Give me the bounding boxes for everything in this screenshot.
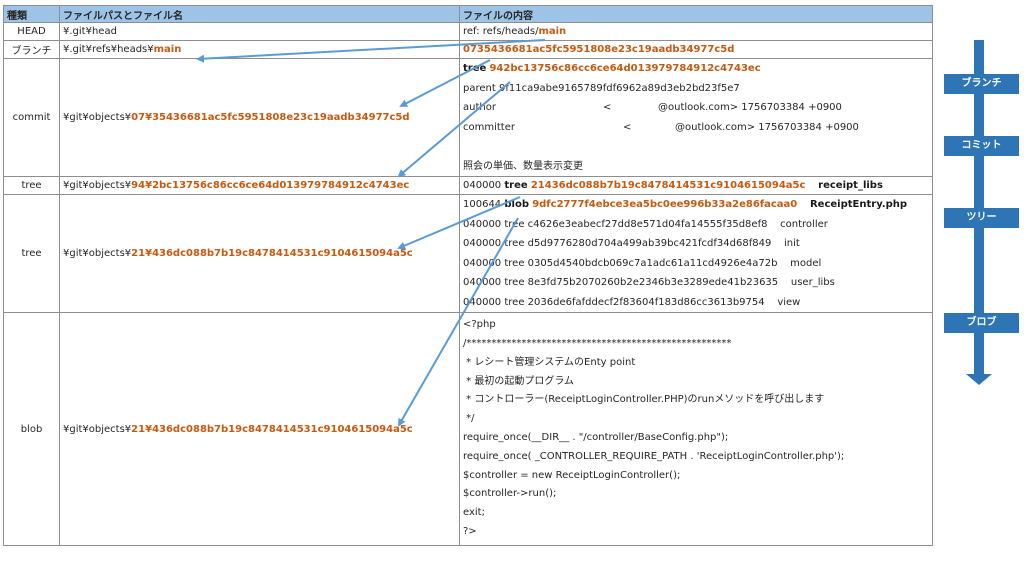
blob-line: /***************************************… — [463, 338, 732, 350]
tree2-entry: 040000 tree 0305d4540bdcb069c7a1adc61a11… — [463, 257, 822, 269]
tree1-row: tree ¥git¥objects¥94¥2bc13756c86cc6ce64d… — [3, 176, 933, 195]
commit-committer-label: committer — [463, 121, 515, 133]
commit-path-sep: ¥ — [145, 112, 153, 123]
tree1-hash: 21436dc088b7b19c8478414531c9104615094a5c — [530, 180, 806, 191]
blob-line: require_once(__DIR__ . "/controller/Base… — [463, 432, 729, 443]
tree1-path-file: 2bc13756c86cc6ce64d013979784912c4743ec — [152, 180, 410, 191]
head-kind: HEAD — [3, 22, 60, 41]
tree2-path: ¥git¥objects¥21¥436dc088b7b19c8478414531… — [59, 194, 460, 313]
branch-row: ブランチ ¥.git¥refs¥heads¥main 0735436681ac5… — [3, 40, 933, 59]
tree2-blob-mode: 100644 — [463, 199, 502, 210]
tree1-mode: 040000 — [463, 180, 502, 191]
side-label-branch: ブランチ — [944, 74, 1019, 94]
commit-path-prefix: ¥git¥objects¥ — [63, 112, 132, 123]
blob-line: exit; — [463, 507, 485, 519]
tree2-content: 100644 blob 9dfc2777f4ebce3ea5bc0ee996b3… — [459, 194, 933, 313]
header-content: ファイルの内容 — [459, 5, 933, 23]
blob-path: ¥git¥objects¥21¥436dc088b7b19c8478414531… — [59, 312, 460, 546]
blob-line: $controller = new ReceiptLoginController… — [463, 469, 681, 481]
side-label-commit: コミット — [944, 136, 1019, 156]
commit-author-label: author — [463, 102, 496, 113]
blob-path-file: 436dc088b7b19c8478414531c9104615094a5c — [152, 423, 413, 435]
tree2-blob-name: ReceiptEntry.php — [809, 199, 908, 210]
commit-committer-lt: < — [623, 121, 632, 133]
header-kind: 種類 — [3, 5, 60, 23]
commit-row: commit ¥git¥objects¥07¥35436681ac5fc5951… — [3, 58, 933, 177]
tree2-entry: 040000 tree 2036de6fafddecf2f83604f183d8… — [463, 296, 801, 308]
head-path: ¥.git¥head — [59, 22, 460, 41]
head-ref-branch: main — [538, 26, 567, 37]
tree2-entry: 040000 tree c4626e3eabecf27dd8e571d04fa1… — [463, 218, 828, 230]
tree1-path: ¥git¥objects¥94¥2bc13756c86cc6ce64d01397… — [59, 176, 460, 195]
side-label-blob: ブロブ — [944, 313, 1019, 333]
tree1-type: tree — [504, 180, 528, 191]
branch-path: ¥.git¥refs¥heads¥main — [59, 40, 460, 59]
head-content: ref: refs/heads/main — [459, 22, 933, 41]
commit-message: 照会の単価、数量表示変更 — [463, 160, 583, 172]
commit-tree-hash: 942bc13756c86cc6ce64d013979784912c4743ec — [489, 63, 761, 74]
tree2-entry: 040000 tree 8e3fd75b2070260b2e2346b3e328… — [463, 277, 835, 288]
blob-line: * レシート管理システムのEnty point — [463, 356, 636, 368]
commit-path-file: 35436681ac5fc5951808e23c19aadb34977c5d — [152, 112, 410, 123]
tree2-row: tree ¥git¥objects¥21¥436dc088b7b19c84784… — [3, 194, 933, 313]
branch-path-name: main — [153, 44, 182, 55]
tree2-blob-hash: 9dfc2777f4ebce3ea5bc0ee996b33a2e86facaa0 — [532, 199, 798, 210]
commit-content: tree 942bc13756c86cc6ce64d013979784912c4… — [459, 58, 933, 177]
blob-line: */ — [463, 413, 475, 425]
blob-line: require_once( _CONTROLLER_REQUIRE_PATH .… — [463, 450, 845, 462]
branch-path-prefix: ¥.git¥refs¥heads¥ — [63, 44, 154, 55]
head-row: HEAD ¥.git¥head ref: refs/heads/main — [3, 22, 933, 41]
commit-author-lt: < — [603, 102, 612, 113]
head-ref-prefix: ref: refs/heads/ — [463, 26, 539, 37]
tree2-path-file: 436dc088b7b19c8478414531c9104615094a5c — [152, 248, 413, 259]
tree1-path-prefix: ¥git¥objects¥ — [63, 180, 132, 191]
commit-kind: commit — [3, 58, 60, 177]
blob-line: ?> — [463, 525, 477, 537]
commit-parent: parent 9f11ca9abe9165789fdf6962a89d3eb2b… — [463, 82, 740, 94]
blob-path-dir: 21 — [131, 423, 146, 435]
tree1-name: receipt_libs — [818, 180, 883, 191]
blob-path-prefix: ¥git¥objects¥ — [63, 423, 132, 435]
blob-line: $controller->run(); — [463, 488, 557, 500]
tree2-entry: 040000 tree d5d9776280d704a499ab39bc421f… — [463, 238, 800, 249]
commit-path-dir: 07 — [131, 112, 146, 123]
blob-line: * 最初の起動プログラム — [463, 375, 575, 387]
blob-kind: blob — [3, 312, 60, 546]
branch-kind: ブランチ — [3, 40, 60, 59]
blob-line: <?php — [463, 319, 496, 331]
blob-row: blob ¥git¥objects¥21¥436dc088b7b19c84784… — [3, 312, 933, 546]
branch-commit-hash: 0735436681ac5fc5951808e23c19aadb34977c5d — [459, 40, 933, 59]
commit-committer-email: @outlook.com> 1756703384 +0900 — [675, 121, 859, 133]
tree2-path-sep: ¥ — [145, 248, 153, 259]
tree2-path-dir: 21 — [131, 248, 146, 259]
tree2-blob-type: blob — [504, 199, 529, 210]
tree1-kind: tree — [3, 176, 60, 195]
header-row: 種類 ファイルパスとファイル名 ファイルの内容 — [3, 5, 933, 23]
header-path: ファイルパスとファイル名 — [59, 5, 460, 23]
tree1-content: 040000 tree 21436dc088b7b19c8478414531c9… — [459, 176, 933, 195]
tree2-path-prefix: ¥git¥objects¥ — [63, 248, 132, 259]
tree1-path-sep: ¥ — [145, 180, 153, 191]
commit-author-email: @outlook.com> 1756703384 +0900 — [658, 102, 842, 113]
commit-tree-word: tree — [463, 63, 487, 74]
side-label-tree: ツリー — [944, 208, 1019, 228]
git-objects-table: 種類 ファイルパスとファイル名 ファイルの内容 HEAD ¥.git¥head … — [3, 5, 933, 546]
blob-line: * コントローラー(ReceiptLoginController.PHP)のru… — [463, 394, 825, 406]
blob-path-sep: ¥ — [145, 423, 153, 435]
tree1-path-dir: 94 — [131, 180, 146, 191]
tree2-kind: tree — [3, 194, 60, 313]
blob-content: <?php /*********************************… — [459, 312, 933, 546]
commit-path: ¥git¥objects¥07¥35436681ac5fc5951808e23c… — [59, 58, 460, 177]
